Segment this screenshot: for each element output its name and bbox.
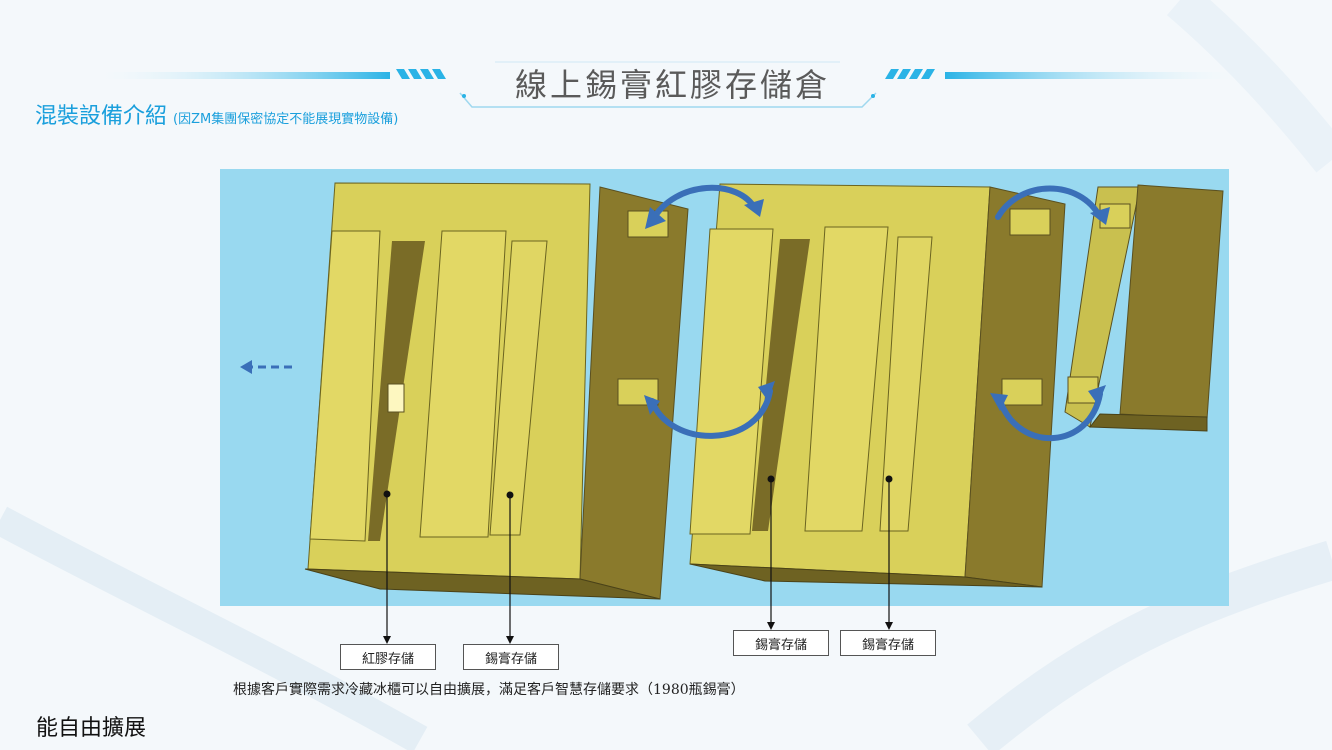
section-note: (因ZM集團保密協定不能展現實物設備): [173, 112, 399, 127]
footer-heading: 能自由擴展: [36, 716, 147, 741]
label-solder-storage-1: 錫膏存儲: [463, 644, 559, 670]
rotation-arrowheads: [644, 199, 1110, 415]
page-title: 線上錫膏紅膠存儲倉: [514, 66, 830, 104]
leader-lines-upper: [386, 479, 890, 606]
label-solder-storage-2: 錫膏存儲: [733, 630, 829, 656]
label-solder-storage-3: 錫膏存儲: [840, 630, 936, 656]
cabinet-diagram: [220, 169, 1229, 606]
diagram-caption: 根據客戶實際需求冷藏冰櫃可以自由擴展，滿足客戶智慧存儲要求（1980瓶錫膏）: [233, 682, 745, 698]
cabinet-1: [304, 182, 689, 600]
header-decoration: [0, 50, 1332, 120]
cabinet-3: [1064, 184, 1224, 432]
expand-left-arrow: [240, 360, 292, 374]
section-heading: 混裝設備介紹 (因ZM集團保密協定不能展現實物設備): [35, 98, 398, 130]
section-title: 混裝設備介紹: [35, 104, 168, 129]
cabinet-2: [689, 183, 1066, 588]
label-red-glue-storage: 紅膠存儲: [340, 644, 436, 670]
leader-lines-lower: [383, 606, 893, 644]
cabinet-illustration: [240, 182, 1224, 606]
rotation-arrows: [649, 184, 1103, 441]
